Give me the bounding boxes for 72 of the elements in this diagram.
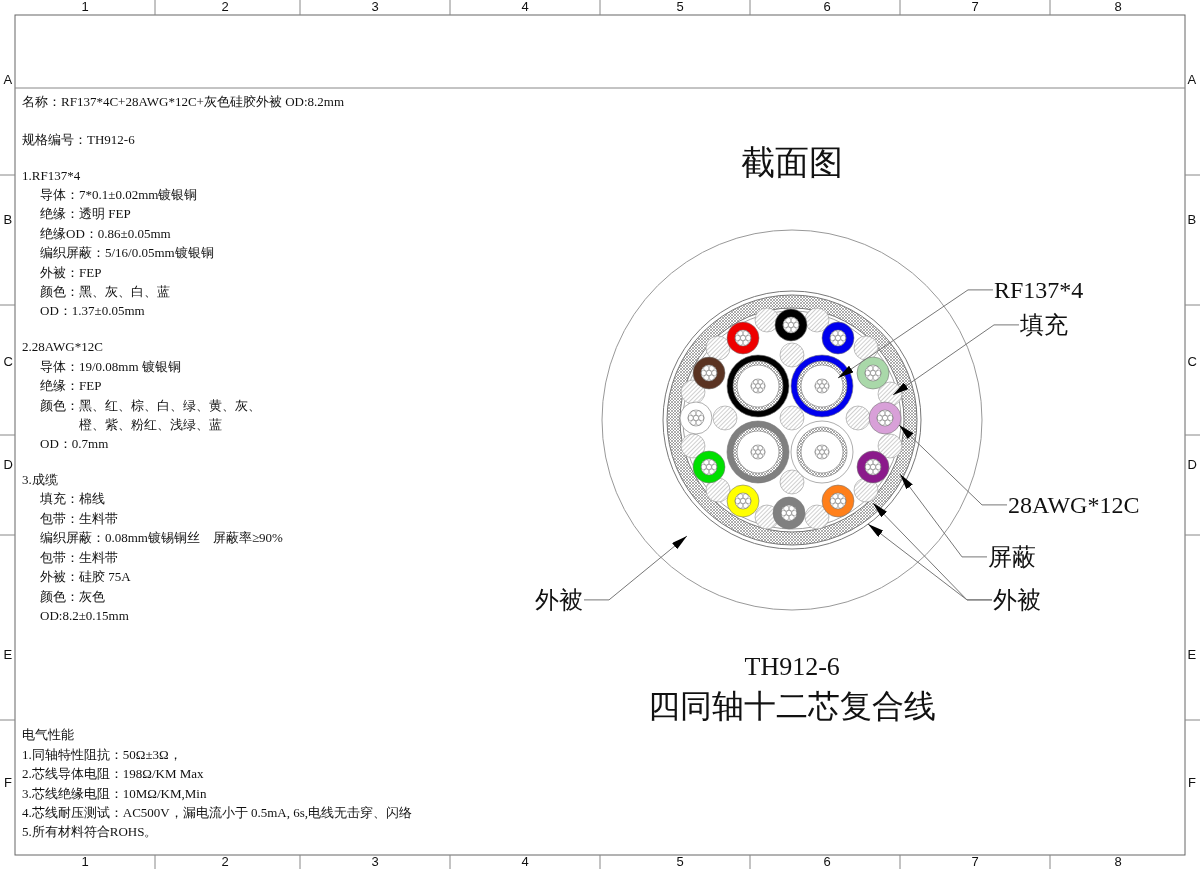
spec-text: OD：1.37±0.05mm <box>40 303 145 319</box>
leader-line <box>898 424 1008 506</box>
grid-letter: D <box>1187 457 1197 473</box>
grid-letter: F <box>1188 775 1196 791</box>
grid-number: 1 <box>81 0 89 15</box>
spec-text: 1.RF137*4 <box>22 168 81 184</box>
spec-text: 绝缘：FEP <box>40 378 102 394</box>
spec-text: 3.芯线绝缘电阻：10MΩ/KM,Min <box>22 785 207 802</box>
spec-text: 编织屏蔽：0.08mm镀锡铜丝 屏蔽率≥90% <box>40 530 283 546</box>
grid-number: 2 <box>221 854 229 869</box>
grid-number: 8 <box>1114 854 1122 869</box>
spec-text: 名称：RF137*4C+28AWG*12C+灰色硅胶外被 OD:8.2mm <box>22 94 345 110</box>
spec-text: 2.芯线导体电阻：198Ω/KM Max <box>22 766 204 782</box>
grid-letter: E <box>1187 647 1197 663</box>
callout-label: 28AWG*12C <box>1008 490 1140 520</box>
leader-line <box>583 535 688 601</box>
spec-text: 绝缘OD：0.86±0.05mm <box>40 225 171 242</box>
spec-text: 外被：硅胶 75A <box>40 569 131 585</box>
grid-number: 7 <box>971 854 979 869</box>
leader-line <box>892 324 1020 396</box>
grid-letter: A <box>1187 72 1197 88</box>
leader-line <box>837 289 994 379</box>
spec-text: 电气性能 <box>22 727 74 743</box>
grid-letter: B <box>1187 212 1197 228</box>
model-caption: TH912-6 <box>744 650 840 682</box>
spec-text: 1.同轴特性阻抗：50Ω±3Ω， <box>22 747 182 763</box>
grid-letter: E <box>3 647 13 663</box>
grid-number: 1 <box>81 854 89 869</box>
spec-text: OD：0.7mm <box>40 436 109 452</box>
grid-number: 3 <box>371 0 379 15</box>
model-caption: 四同轴十二芯复合线 <box>648 687 936 726</box>
grid-number: 7 <box>971 0 979 15</box>
grid-number: 2 <box>221 0 229 15</box>
spec-text: 外被：FEP <box>40 264 102 281</box>
spec-text: 2.28AWG*12C <box>22 339 103 355</box>
callout-label: RF137*4 <box>994 275 1084 305</box>
spec-text: 颜色：黑、灰、白、蓝 <box>40 284 170 300</box>
grid-number: 6 <box>823 854 831 869</box>
grid-number: 4 <box>521 0 529 15</box>
grid-number: 6 <box>823 0 831 15</box>
grid-number: 8 <box>1114 0 1122 15</box>
grid-letter: A <box>3 72 13 88</box>
grid-letter: F <box>4 775 12 791</box>
section-heading: 截面图 <box>741 142 843 183</box>
spec-text: 填充：棉线 <box>40 491 105 507</box>
spec-text: 规格编号：TH912-6 <box>22 132 135 148</box>
grid-number: 4 <box>521 854 529 869</box>
leader-line <box>899 473 988 558</box>
spec-text: 包带：生料带 <box>40 549 118 566</box>
grid-letter: D <box>3 457 13 473</box>
callout-label: 外被 <box>535 585 583 615</box>
spec-text: 颜色：灰色 <box>40 588 105 605</box>
spec-text: 导体：7*0.1±0.02mm镀银铜 <box>40 186 198 203</box>
grid-letter: C <box>3 354 13 370</box>
spec-text: 5.所有材料符合ROHS。 <box>22 824 158 840</box>
spec-text: 4.芯线耐压测试：AC500V，漏电流小于 0.5mA, 6s,电线无击穿、闪络 <box>22 805 412 821</box>
spec-text: 颜色：黑、红、棕、白、绿、黄、灰、橙、紫、粉红、浅绿、蓝 <box>40 396 262 434</box>
spec-text: 包带：生料带 <box>40 510 118 527</box>
grid-number: 3 <box>371 854 379 869</box>
grid-number: 5 <box>676 0 684 15</box>
grid-number: 5 <box>676 854 684 869</box>
leader-line <box>867 523 993 601</box>
callout-label: 屏蔽 <box>988 542 1036 572</box>
spec-text: 编织屏蔽：5/16/0.05mm镀银铜 <box>40 245 214 261</box>
callout-label: 外被 <box>993 585 1041 615</box>
spec-text: OD:8.2±0.15mm <box>40 607 129 624</box>
spec-text: 绝缘：透明 FEP <box>40 206 131 222</box>
grid-letter: C <box>1187 354 1197 370</box>
spec-text: 3.成缆 <box>22 472 58 488</box>
grid-letter: B <box>3 212 13 228</box>
callout-label: 填充 <box>1020 310 1068 340</box>
spec-text: 导体：19/0.08mm 镀银铜 <box>40 358 181 375</box>
